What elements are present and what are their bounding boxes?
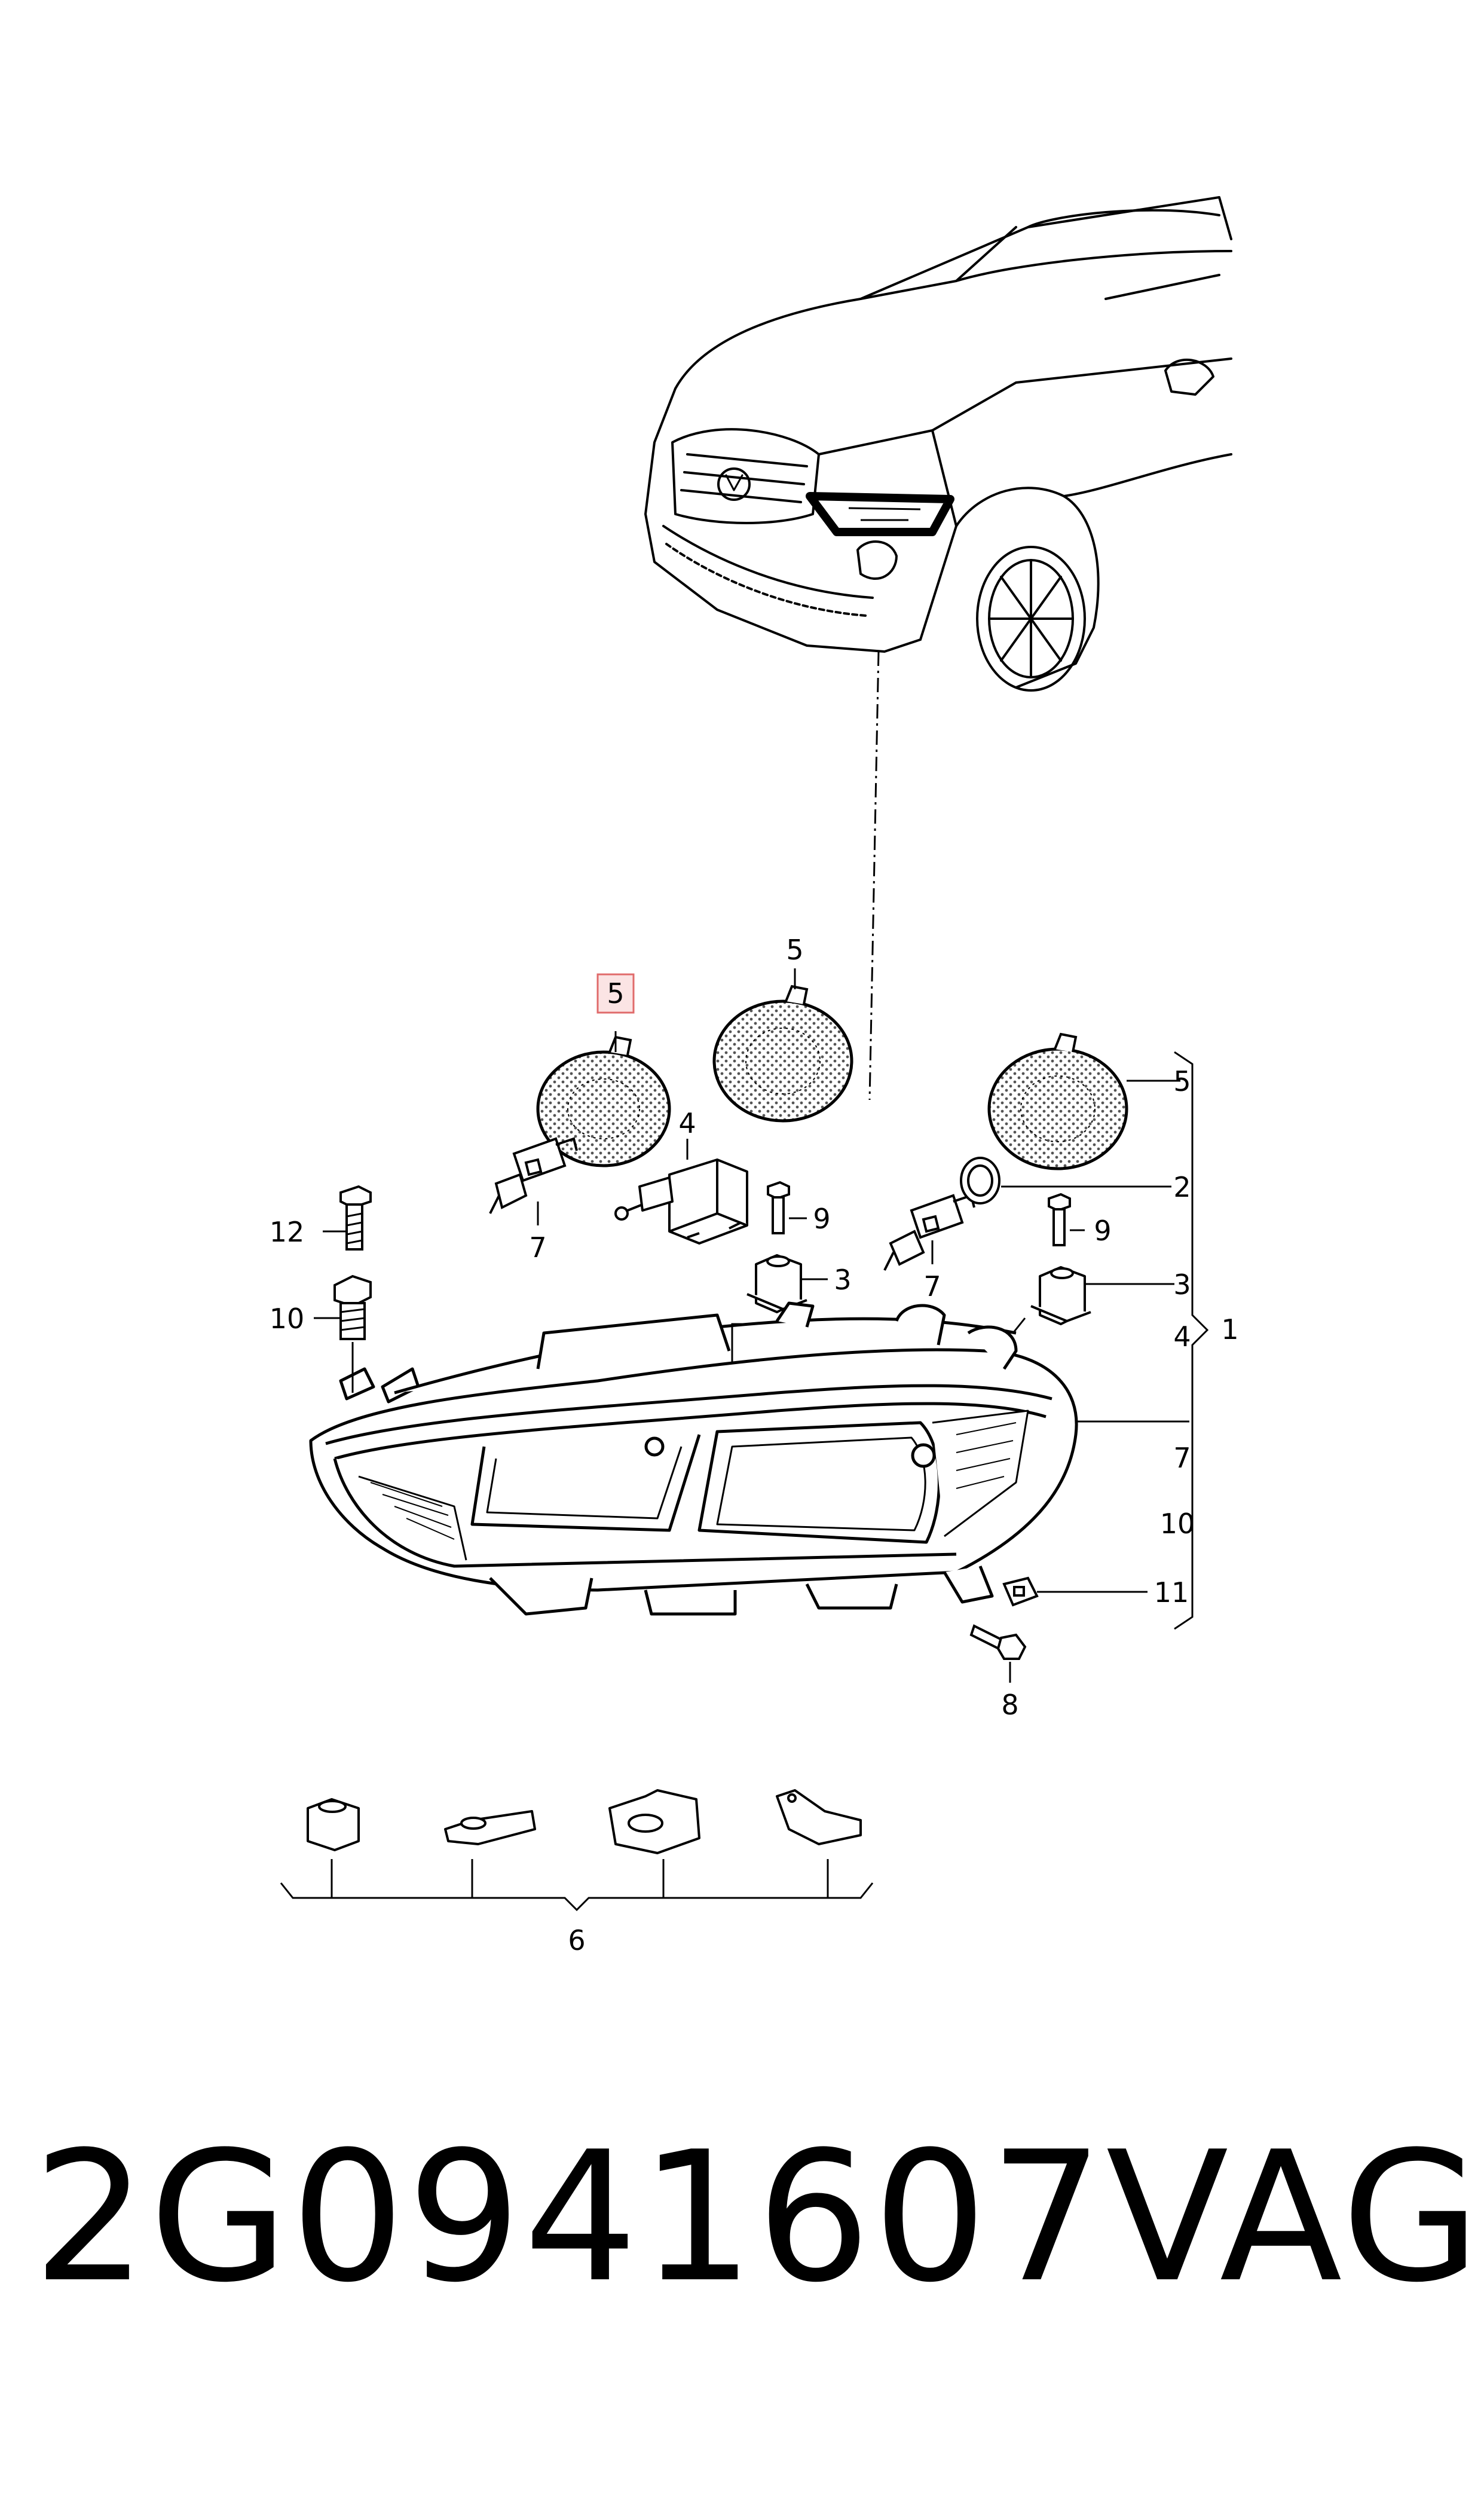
callout-5-right: 5	[1173, 1065, 1191, 1097]
part-number: 2G0941607	[33, 2113, 1106, 2322]
callout-8: 8	[1001, 1689, 1018, 1721]
exploded-parts-diagram: 5 5 5 4 2 7 7 9 9 3 3 12 10 4 1 7 10 11 …	[270, 196, 1239, 1956]
bulb-right	[883, 1194, 975, 1271]
screw-8	[969, 1624, 1027, 1660]
cover-cap-middle	[712, 985, 853, 1123]
callout-10-left: 10	[270, 1303, 305, 1335]
callout-5-highlighted: 5	[607, 977, 624, 1010]
car-illustration	[644, 196, 1232, 692]
nut-10	[333, 1274, 372, 1340]
headlamp-assembly	[309, 1301, 1078, 1616]
dash-dot-leader	[868, 651, 880, 1100]
cover-cap-right	[987, 1032, 1128, 1170]
callout-10-list: 10	[1160, 1508, 1195, 1540]
callout-5-middle: 5	[786, 934, 803, 966]
callout-1: 1	[1221, 1313, 1238, 1346]
bulb-ring	[960, 1157, 1000, 1204]
bulb-left	[489, 1137, 578, 1214]
repair-kit-parts	[307, 1789, 862, 1854]
callout-9-left: 9	[813, 1203, 830, 1235]
callout-4-list: 4	[1173, 1320, 1191, 1353]
callout-9-right: 9	[1094, 1215, 1111, 1247]
cover-cap-left	[536, 1035, 671, 1167]
callout-4: 4	[678, 1107, 696, 1139]
screw-12	[339, 1185, 372, 1251]
leader-lines	[280, 968, 1209, 1912]
callout-3-right: 3	[1173, 1268, 1191, 1301]
bracket-3-right	[1030, 1266, 1091, 1325]
callout-3-left: 3	[834, 1264, 851, 1296]
callout-12: 12	[270, 1216, 305, 1248]
lamp-actuator	[614, 1158, 748, 1245]
callout-2: 2	[1173, 1171, 1191, 1203]
callout-6: 6	[568, 1924, 585, 1956]
callout-7-left: 7	[529, 1231, 546, 1264]
clip-11	[1002, 1576, 1039, 1607]
footer-caption: 2G0941607 VAG	[33, 2113, 1480, 2322]
callout-7-list: 7	[1173, 1442, 1191, 1474]
callout-7-right: 7	[923, 1270, 941, 1303]
highlighted-callout-box	[596, 973, 635, 1014]
screw-9-left	[767, 1181, 790, 1234]
callout-labels: 5 5 5 4 2 7 7 9 9 3 3 12 10 4 1 7 10 11 …	[270, 934, 1239, 1956]
callout-11: 11	[1154, 1576, 1189, 1609]
brand-name: VAG	[1106, 2113, 1483, 2322]
headlamp-location-highlight	[806, 492, 954, 536]
screw-9-right	[1048, 1193, 1071, 1246]
